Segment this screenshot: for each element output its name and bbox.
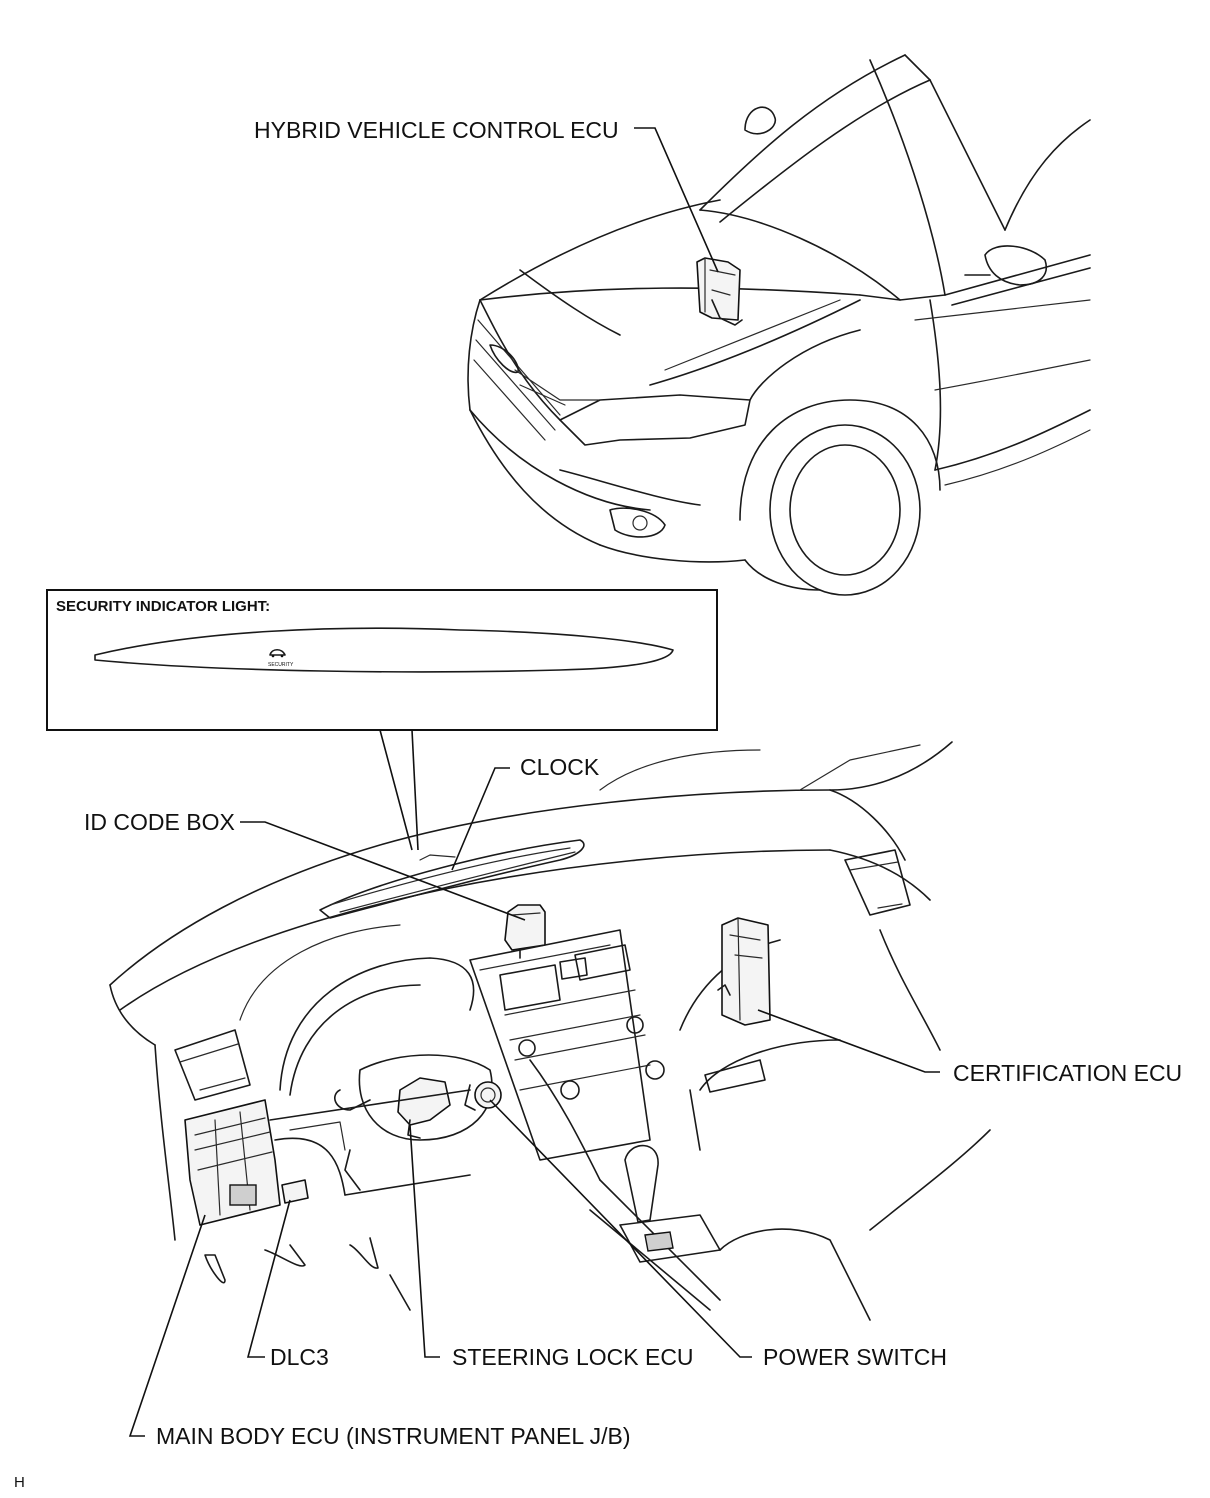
interior-dashboard-view (109, 741, 991, 1321)
label-corner-mark: H (14, 1474, 25, 1491)
label-power-switch: POWER SWITCH (763, 1344, 947, 1370)
label-security-small: SECURITY (268, 662, 294, 668)
label-clock: CLOCK (520, 754, 600, 780)
label-certification-ecu: CERTIFICATION ECU (953, 1060, 1182, 1086)
leader-hybrid-ecu (634, 127, 719, 273)
label-dlc3: DLC3 (270, 1344, 329, 1370)
security-indicator-callout (46, 589, 718, 731)
label-steering-lock-ecu: STEERING LOCK ECU (452, 1344, 694, 1370)
label-hybrid-vehicle-control-ecu: HYBRID VEHICLE CONTROL ECU (254, 117, 619, 143)
label-main-body-ecu: MAIN BODY ECU (INSTRUMENT PANEL J/B) (156, 1423, 631, 1449)
leader-lines-interior (128, 767, 940, 1437)
label-security-indicator-light: SECURITY INDICATOR LIGHT: (56, 598, 270, 615)
label-id-code-box: ID CODE BOX (84, 809, 235, 835)
vehicle-front-view (467, 54, 1091, 596)
